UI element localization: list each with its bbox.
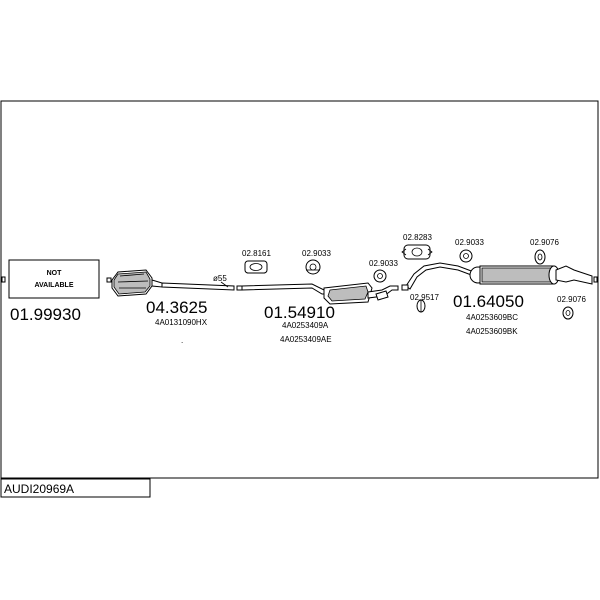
title-box bbox=[0, 478, 151, 498]
ref-02-9076-b: 02.9076 bbox=[557, 295, 586, 304]
rear-silencer bbox=[469, 265, 593, 285]
part-number-01-54910: 01.54910 bbox=[264, 303, 335, 322]
ref-02-9517: 02.9517 bbox=[410, 293, 439, 302]
connector-clip bbox=[106, 277, 112, 283]
front-pipe bbox=[161, 282, 235, 291]
diameter-leader bbox=[220, 281, 229, 288]
rear-pipe-clamp bbox=[401, 284, 409, 291]
left-end-marker bbox=[1, 276, 6, 283]
diagram-frame bbox=[0, 100, 599, 479]
right-end-marker bbox=[593, 276, 598, 283]
not-available-number: 01.99930 bbox=[10, 305, 81, 324]
mount-02-8283: 02.8283 bbox=[401, 233, 433, 260]
part-number-04-3625: 04.3625 bbox=[146, 298, 207, 317]
ref-02-9076-a: 02.9076 bbox=[530, 238, 559, 247]
diagram-title: AUDI20969A bbox=[4, 482, 74, 496]
part-code-4a0253609bk: 4A0253609BK bbox=[466, 327, 518, 336]
mount-02-9076-b: 02.9076 bbox=[557, 295, 586, 320]
not-available-line2: AVAILABLE bbox=[34, 282, 73, 289]
middle-silencer-pipe bbox=[241, 282, 399, 305]
part-code-4a0253609bc: 4A0253609BC bbox=[466, 313, 518, 322]
part-number-01-64050: 01.64050 bbox=[453, 292, 524, 311]
mount-02-9076-a: 02.9076 bbox=[530, 238, 559, 265]
catalytic-converter bbox=[111, 269, 163, 297]
ref-02-8161: 02.8161 bbox=[242, 249, 271, 258]
ref-02-9033-c: 02.9033 bbox=[455, 238, 484, 247]
part-code-4a0253409ae: 4A0253409AE bbox=[280, 335, 332, 344]
part-code-4a0253409a: 4A0253409A bbox=[282, 321, 329, 330]
part-code-4a0131090hx: 4A0131090HX bbox=[155, 318, 208, 327]
ref-02-9033-b: 02.9033 bbox=[369, 259, 398, 268]
rear-pipe bbox=[405, 262, 475, 290]
mount-02-9033-b: 02.9033 bbox=[369, 259, 398, 283]
mount-02-8161: 02.8161 bbox=[242, 249, 271, 274]
mount-02-9517: 02.9517 bbox=[410, 293, 439, 313]
not-available-line1: NOT bbox=[47, 270, 63, 277]
small-dot: . bbox=[181, 336, 183, 345]
pipe-clamp bbox=[236, 285, 243, 291]
not-available-box bbox=[8, 259, 100, 299]
mount-02-9033-c: 02.9033 bbox=[455, 238, 484, 263]
ref-02-9033-a: 02.9033 bbox=[302, 249, 331, 258]
ref-02-8283: 02.8283 bbox=[403, 233, 432, 242]
pipe-diameter-label: ø55 bbox=[213, 274, 227, 283]
mount-02-9033-a: 02.9033 bbox=[302, 249, 331, 275]
